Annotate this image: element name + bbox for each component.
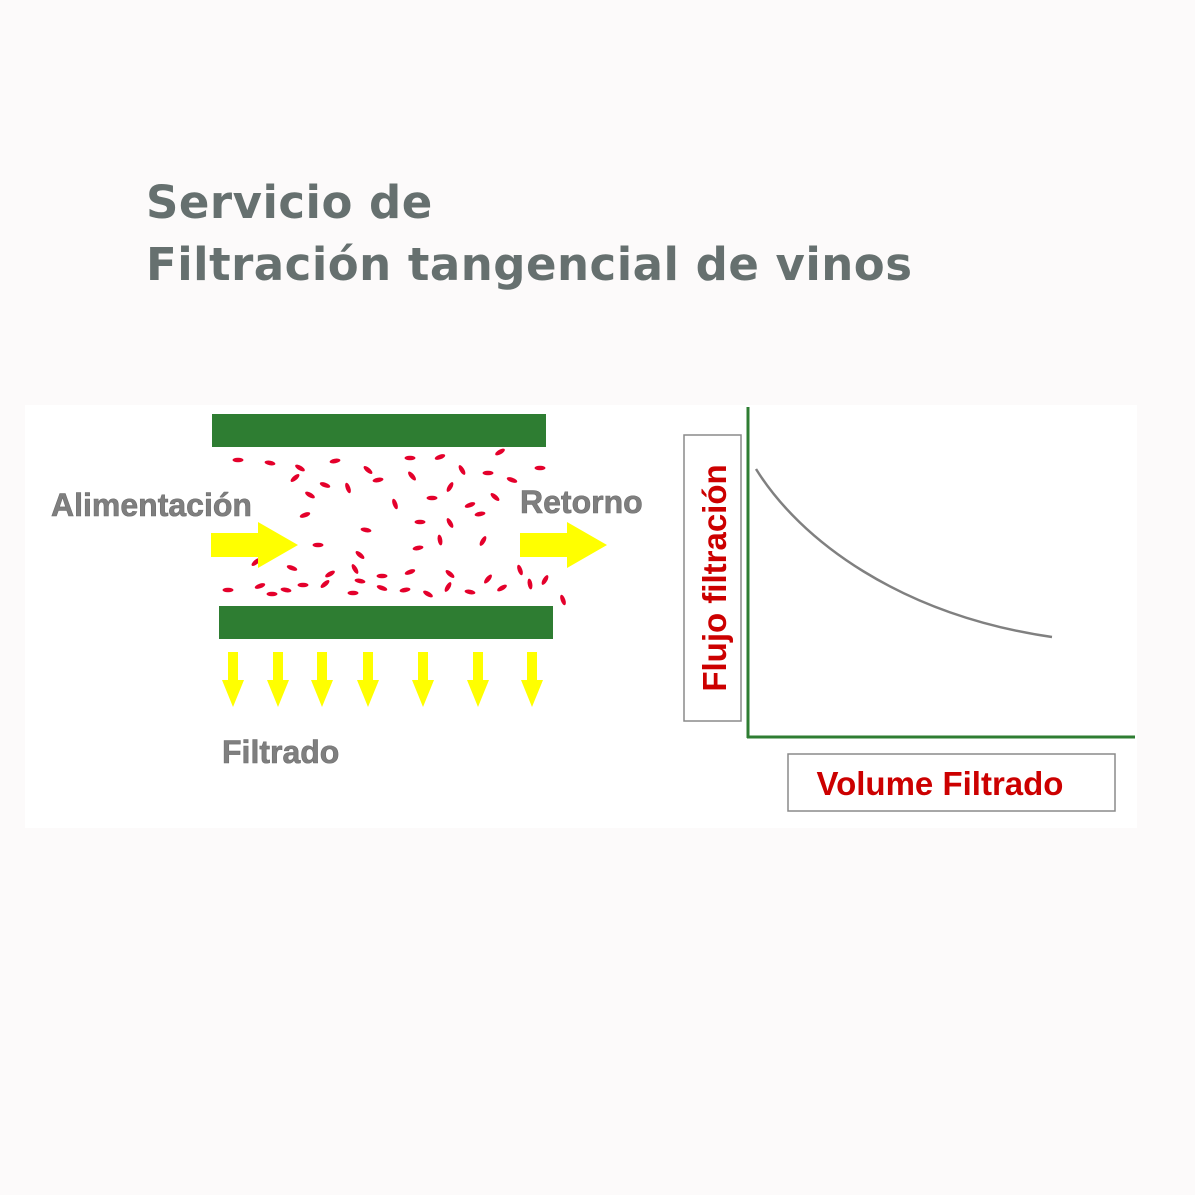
x-axis-label-box <box>787 753 1116 812</box>
particle <box>354 578 366 584</box>
filtrate-arrow <box>467 652 489 707</box>
upper-membrane <box>212 414 546 447</box>
particle <box>299 512 311 518</box>
filtrate-arrow <box>521 652 543 707</box>
particle <box>446 482 454 492</box>
x-axis-label: Volume Filtrado <box>817 765 1064 802</box>
particle <box>534 465 546 471</box>
particle <box>264 460 276 466</box>
particle <box>527 578 533 590</box>
particle <box>414 519 426 525</box>
page-title: Servicio de Filtración tangencial de vin… <box>146 172 913 296</box>
particle <box>412 545 424 551</box>
feed-arrow <box>211 522 298 568</box>
filtrate-label: Filtrado <box>222 734 339 770</box>
particle <box>372 477 384 483</box>
particle <box>484 574 492 584</box>
particle <box>464 589 476 595</box>
feed-label: Alimentación <box>51 487 252 523</box>
title-line-2: Filtración tangencial de vinos <box>146 238 913 291</box>
particle <box>541 575 549 585</box>
particle <box>408 471 416 481</box>
particle <box>345 482 351 494</box>
particle <box>506 477 518 483</box>
particle <box>222 587 234 593</box>
filtrate-arrow <box>267 652 289 707</box>
particle <box>325 570 335 578</box>
particle <box>295 464 305 472</box>
particle <box>297 582 309 588</box>
particle <box>517 564 523 576</box>
particle <box>490 493 500 501</box>
filtrate-arrow <box>222 652 244 707</box>
particle <box>446 518 454 528</box>
particle <box>232 457 244 463</box>
particle <box>392 498 398 510</box>
particle <box>434 454 446 460</box>
particle <box>351 564 359 574</box>
particle <box>560 594 566 606</box>
y-axis-label: Flujo filtración <box>696 464 733 691</box>
particle <box>404 569 416 575</box>
flux-curve <box>754 468 1053 639</box>
particle <box>376 573 388 579</box>
y-axis-label-box <box>683 434 742 722</box>
particle <box>426 495 438 501</box>
particle <box>458 465 466 475</box>
particle <box>495 448 505 456</box>
particle <box>320 580 330 588</box>
filtrate-arrows <box>222 652 543 707</box>
particle <box>479 536 487 546</box>
particle <box>290 474 300 482</box>
filtrate-arrow <box>311 652 333 707</box>
particle <box>363 466 373 474</box>
particle <box>399 587 411 593</box>
particle <box>474 511 486 517</box>
particle <box>305 491 315 499</box>
particle <box>266 591 278 597</box>
return-arrow <box>520 522 607 568</box>
particle <box>360 527 372 533</box>
particle <box>312 542 324 548</box>
return-label: Retorno <box>520 484 643 520</box>
particle <box>329 458 341 464</box>
filtrate-arrow <box>412 652 434 707</box>
particle <box>254 583 266 589</box>
particle <box>445 570 455 578</box>
lower-membrane <box>219 606 553 639</box>
particle <box>319 482 331 488</box>
filtrate-arrow <box>357 652 379 707</box>
particle <box>464 502 476 508</box>
particle <box>423 590 433 598</box>
title-line-1: Servicio de <box>146 176 433 229</box>
particle <box>404 455 416 461</box>
particle <box>497 584 507 592</box>
particle <box>376 585 388 591</box>
particles <box>222 448 566 606</box>
particle <box>482 470 494 476</box>
particle <box>280 587 292 593</box>
particle <box>444 582 452 592</box>
particle <box>355 551 365 559</box>
particle <box>437 534 443 546</box>
particle <box>347 590 359 596</box>
particle <box>286 565 298 571</box>
